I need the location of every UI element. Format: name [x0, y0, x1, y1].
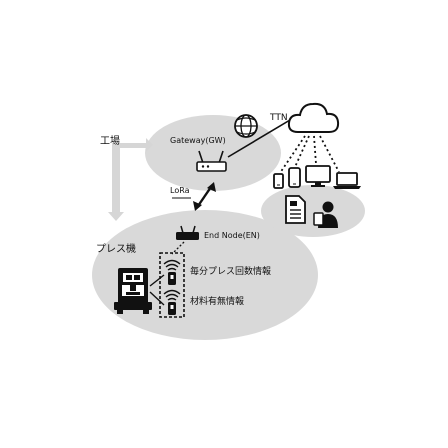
document-chart-icon	[285, 195, 306, 224]
factory-label: 工場	[100, 136, 120, 147]
gateway-cloud-link	[227, 119, 291, 158]
material-sensor-icon	[163, 289, 181, 315]
lora-label: LoRa	[170, 186, 190, 195]
sensor-group-box	[159, 252, 185, 318]
globe-icon	[234, 114, 258, 138]
material-info-label: 材料有無情報	[190, 297, 245, 307]
press-count-sensor-icon	[163, 259, 181, 285]
user-with-tablet-icon	[313, 201, 338, 228]
laptop-icon	[333, 172, 361, 189]
gateway-router-icon	[196, 150, 227, 172]
gateway-region	[145, 115, 281, 191]
sensor-machine-links	[149, 274, 165, 306]
factory-flow-arrow	[108, 138, 153, 221]
press-machine-icon	[114, 268, 152, 314]
tablet-icon	[273, 173, 284, 189]
lora-double-arrow	[193, 182, 216, 211]
ttn-label: TTN	[270, 113, 288, 123]
cloud-icon	[287, 102, 340, 133]
cloud-device-links	[279, 135, 340, 174]
end-node-sensor-link	[171, 241, 185, 255]
press-machine-label: プレス機	[96, 244, 136, 255]
press-count-info-label: 毎分プレス回数情報	[190, 267, 272, 277]
phone-icon	[288, 167, 301, 188]
end-node-router-icon	[176, 225, 199, 240]
end-node-label: End Node(EN)	[204, 231, 260, 240]
monitor-icon	[305, 165, 331, 187]
client-region	[261, 185, 365, 237]
gateway-label: Gateway(GW)	[170, 136, 226, 145]
